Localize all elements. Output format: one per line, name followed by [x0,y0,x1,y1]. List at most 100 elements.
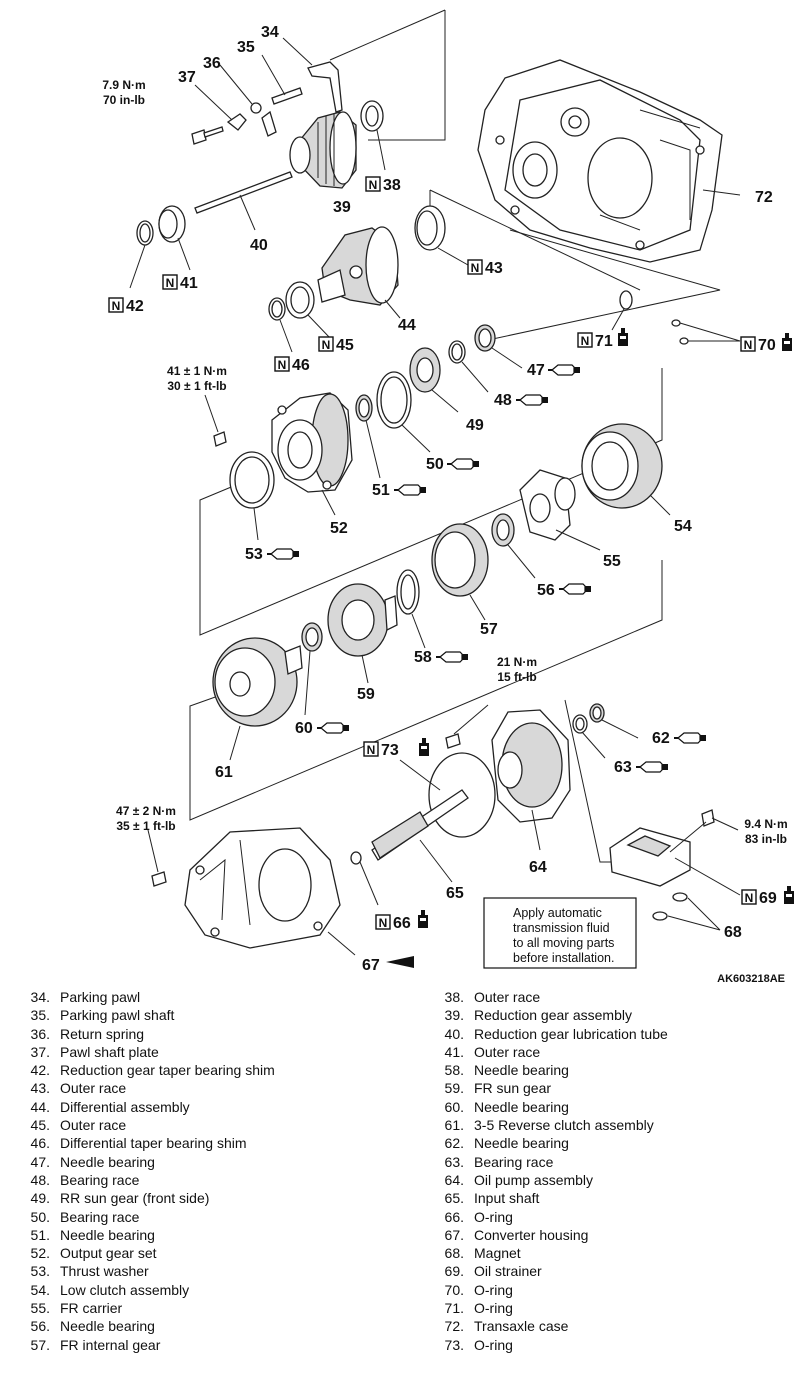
callout-45: 45 [336,337,354,354]
oil-strainer [609,827,741,896]
callout-59: 59 [357,686,375,703]
callout-42: 42 [126,298,144,315]
callout-54: 54 [674,518,692,535]
svg-text:41 ± 1 N·m: 41 ± 1 N·m [167,364,227,378]
callout-55: 55 [603,553,621,570]
legend-item: 45.Outer race [16,1116,406,1134]
legend-item-number: 55. [30,1300,50,1317]
legend-item: 39.Reduction gear assembly [430,1006,800,1024]
note-line: to all moving parts [513,936,614,950]
legend-item: 73.O-ring [430,1336,800,1354]
legend-item: 67.Converter housing [430,1226,800,1244]
legend-item-label: Parking pawl [60,989,141,1005]
callout-66: 66 [393,915,411,932]
legend-item: 66.O-ring [430,1208,800,1226]
legend-item-number: 42. [30,1062,50,1079]
legend-item: 61.3-5 Reverse clutch assembly [430,1116,800,1134]
legend-item-label: Converter housing [474,1226,589,1243]
callout-56: 56 [537,582,555,599]
legend-item-number: 64. [444,1171,464,1188]
legend-item-number: 48. [30,1171,50,1188]
legend-item-label: Oil strainer [474,1263,542,1280]
reduction-gear-shim-42 [129,220,154,289]
svg-text:21 N·m: 21 N·m [497,655,537,669]
callout-38: 38 [383,177,401,194]
magnet [652,892,721,931]
legend-item-label: Thrust washer [60,1263,149,1280]
legend-item: 60.Needle bearing [430,1098,800,1116]
legend-item: 43. Outer race [16,1079,406,1097]
legend-item-number: 43. [30,1080,50,1097]
callout-62: 62 [652,730,670,747]
legend-item: 37.Pawl shaft plate [16,1043,406,1061]
callout-63: 63 [614,759,632,776]
callout-36: 36 [203,55,221,72]
output-gear-bolt [204,394,227,447]
legend-item-label: Reduction gear assembly [474,1007,632,1024]
legend-item-label: Bearing race [60,1208,140,1225]
note-line: before installation. [513,951,614,965]
outer-race-45 [285,281,331,339]
grease-gun-icon [635,761,669,773]
callout-48: 48 [494,392,512,409]
callout-46: 46 [292,357,310,374]
legend-item-label: Differential taper bearing shim [60,1135,247,1152]
legend-item: 71.O-ring [430,1299,800,1317]
legend-item: 54.Low clutch assembly [16,1281,406,1299]
callout-52: 52 [330,520,348,537]
legend-item: 57.FR internal gear [16,1336,406,1354]
grease-gun-icon [515,394,549,406]
legend-item-label: Oil pump assembly [474,1171,594,1188]
rr-sun-gear [409,347,459,413]
legend-item-number: 58. [444,1062,464,1079]
legend-item-number: 66. [444,1208,464,1225]
legend-item-label: Reduction gear taper bearing shim [60,1062,275,1079]
legend-item-label: Needle bearing [60,1318,155,1335]
oil-pump-assembly [491,709,571,851]
input-shaft [371,789,469,883]
legend-item: 62.Needle bearing [430,1134,800,1152]
svg-text:15 ft-lb: 15 ft-lb [497,670,536,684]
fluid-bottle-icon [784,886,794,904]
legend-item: 69. Oil strainer [430,1262,800,1280]
transaxle-case [477,59,741,263]
callout-58: 58 [414,649,432,666]
legend-item-number: 53. [30,1263,50,1280]
legend-item-number: 69. [444,1263,464,1280]
legend-item: 34.Parking pawl [16,988,406,1006]
legend-item-number: 71. [444,1300,464,1317]
fr-sun-gear [327,583,398,684]
legend-item-label: FR internal gear [60,1336,161,1353]
callout-51: 51 [372,482,390,499]
callout-70: 70 [758,337,776,354]
legend-item-number: 50. [30,1208,50,1225]
legend-item: 51.Needle bearing [16,1226,406,1244]
fluid-bottle-icon [418,910,428,928]
legend-item-label: Needle bearing [474,1062,569,1079]
legend-item-label: Output gear set [60,1245,157,1262]
legend-item: 68.Magnet [430,1244,800,1262]
grease-gun-icon [673,732,707,744]
legend-item: 55.FR carrier [16,1299,406,1317]
legend-item-label: Outer race [474,1043,541,1060]
needle-bearing-62 [589,703,639,739]
legend-item: 40.Reduction gear lubrication tube [430,1025,800,1043]
torque-spec-69: 9.4 N·m 83 in-lb [744,817,787,846]
legend-item-number: 56. [30,1318,50,1335]
legend-item-label: Outer race [60,1080,127,1097]
svg-text:30 ± 1 ft-lb: 30 ± 1 ft-lb [167,379,226,393]
grease-gun-icon [316,722,350,734]
legend-item-number: 44. [30,1098,50,1115]
legend-item: 38.Outer race [430,988,800,1006]
grease-gun-icon [435,651,469,663]
oil-pump-bolt [445,704,489,749]
legend-item-label: Differential assembly [60,1098,190,1115]
legend-item: 41. Outer race [430,1043,800,1061]
note-line: transmission fluid [513,921,610,935]
legend-item-number: 41. [444,1043,464,1060]
legend-item-number: 37. [30,1043,50,1060]
legend-item: 47.Needle bearing [16,1153,406,1171]
callout-47: 47 [527,362,545,379]
